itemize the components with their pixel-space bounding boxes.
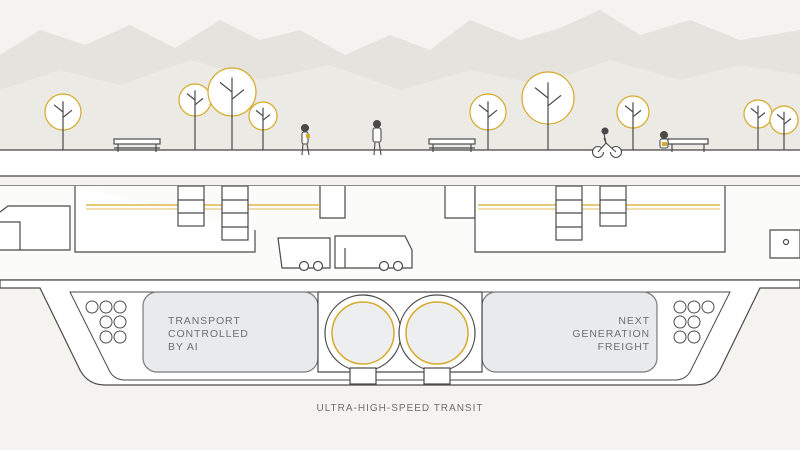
tree (248, 101, 278, 150)
tree (469, 93, 507, 150)
vent-hole (99, 315, 113, 329)
tree (207, 67, 257, 150)
vent-hole (85, 300, 99, 314)
vent-cluster (673, 300, 715, 344)
pedestrian (300, 123, 310, 156)
label-line: CONTROLLED (168, 328, 249, 340)
label-line: GENERATION (572, 328, 650, 340)
vent-hole (701, 300, 715, 314)
vent-cluster (85, 300, 127, 344)
pedestrian (372, 119, 382, 156)
tree (769, 105, 799, 150)
vent-hole (687, 315, 701, 329)
service-level (0, 185, 800, 281)
transit-tunnel (0, 279, 800, 386)
vent-hole (673, 300, 687, 314)
vent-hole (99, 330, 113, 344)
trees (44, 67, 799, 150)
tree (616, 95, 650, 150)
tree (178, 83, 212, 150)
label-ai-transport: TRANSPORT CONTROLLED BY AI (168, 315, 249, 354)
transit-tube (398, 294, 476, 385)
pedestrians (300, 119, 669, 159)
cyclist (591, 127, 623, 159)
label-line: NEXT (618, 315, 650, 327)
vent-hole (113, 300, 127, 314)
vent-hole (687, 300, 701, 314)
elevator-shaft (177, 185, 205, 227)
tree (44, 93, 82, 150)
label-line: BY AI (168, 341, 199, 353)
bench (428, 138, 476, 152)
autonomous-truck (277, 235, 413, 272)
tree (521, 71, 575, 150)
label-line: FREIGHT (597, 341, 650, 353)
elevator-shaft (221, 185, 249, 241)
elevator-shaft (555, 185, 583, 241)
label-freight: NEXT GENERATION FREIGHT (562, 315, 650, 354)
vent-hole (673, 330, 687, 344)
seated-person (659, 130, 669, 149)
vent-hole (687, 330, 701, 344)
vent-hole (673, 315, 687, 329)
elevator-shaft (599, 185, 627, 227)
vent-hole (99, 300, 113, 314)
vent-hole (113, 330, 127, 344)
mountain-range (0, 10, 800, 150)
bench (113, 138, 161, 152)
vent-hole (113, 315, 127, 329)
street-level (0, 149, 800, 187)
label-line: TRANSPORT (168, 315, 241, 327)
label-ultra-high-speed-transit: ULTRA-HIGH-SPEED TRANSIT (316, 403, 484, 414)
